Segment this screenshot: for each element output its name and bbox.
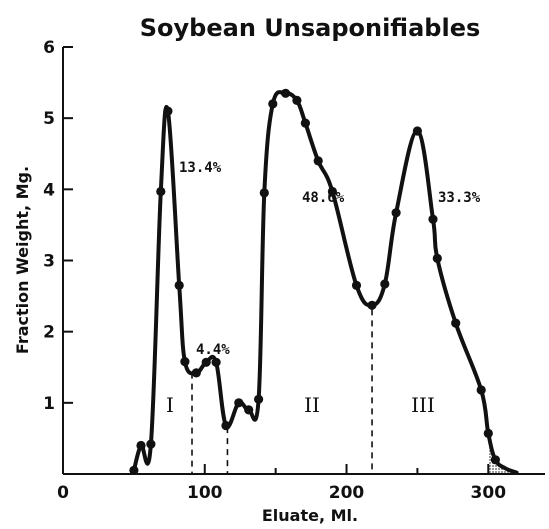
data-point-24 [380, 279, 390, 289]
y-tick-label-6: 6 [43, 38, 55, 58]
data-point-5 [163, 106, 173, 116]
data-point-32 [490, 455, 500, 465]
x-tick-label-0: 0 [57, 483, 69, 503]
x-axis-title: Eluate, Ml. [262, 506, 358, 525]
y-tick-label-2: 2 [43, 323, 55, 343]
data-point-9 [201, 357, 211, 367]
data-point-7 [180, 357, 190, 367]
data-point-29 [451, 318, 461, 328]
data-point-15 [259, 188, 269, 198]
x-tick-label-200: 200 [329, 483, 365, 503]
fraction-2-label: II [304, 393, 320, 417]
data-point-10 [211, 357, 221, 367]
fraction-1-percent: 13.4% [179, 160, 222, 176]
fraction-2-percent: 48.6% [302, 190, 345, 206]
data-point-21 [327, 186, 337, 197]
data-point-3 [146, 439, 156, 449]
data-point-14 [254, 394, 264, 404]
data-point-27 [428, 214, 438, 224]
chart-title: Soybean Unsaponifiables [140, 14, 481, 42]
data-point-4 [156, 186, 166, 197]
data-point-22 [351, 280, 362, 290]
data-point-8 [191, 368, 201, 378]
fraction-1b-percent: 4.4% [196, 342, 230, 358]
data-point-25 [391, 208, 401, 218]
data-series [129, 88, 519, 475]
fraction-3-percent: 33.3% [438, 190, 481, 206]
data-point-20 [313, 156, 323, 166]
data-point-26 [412, 126, 422, 136]
axes: 0 100 200 300 1 2 3 4 5 6 [43, 38, 545, 503]
y-tick-label-3: 3 [43, 252, 55, 272]
data-point-17 [281, 88, 291, 98]
y-tick-label-4: 4 [43, 180, 55, 200]
data-point-30 [476, 385, 486, 395]
y-axis-title: Fraction Weight, Mg. [13, 166, 32, 354]
data-point-23 [367, 300, 377, 310]
x-tick-label-100: 100 [187, 483, 223, 503]
y-tick-label-5: 5 [43, 109, 55, 129]
fraction-1-label: I [166, 393, 174, 417]
fraction-dividers [191, 309, 373, 474]
y-tick-label-1: 1 [43, 394, 55, 414]
data-point-2 [136, 440, 146, 451]
x-tick-label-300: 300 [471, 483, 507, 503]
data-point-18 [292, 95, 302, 105]
data-point-11 [221, 421, 231, 431]
data-point-31 [483, 428, 493, 438]
fraction-3-label: III [411, 393, 435, 417]
data-point-16 [268, 99, 278, 109]
data-point-13 [244, 405, 254, 415]
series-line [131, 90, 519, 475]
data-point-12 [234, 398, 244, 408]
data-point-19 [300, 118, 310, 128]
data-point-28 [432, 253, 442, 263]
data-point-6 [174, 280, 184, 290]
